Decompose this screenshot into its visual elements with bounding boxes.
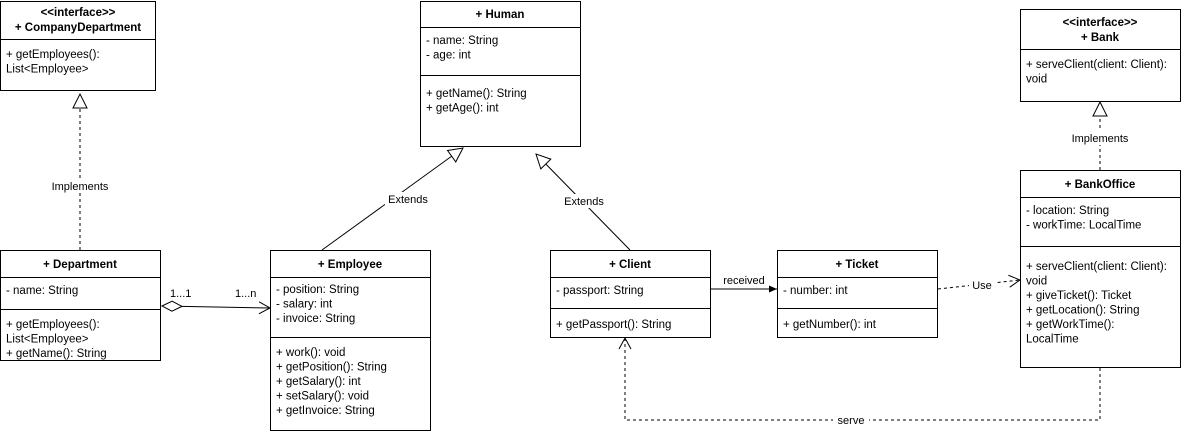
method-line: + serveClient(client: Client): [1026, 59, 1167, 71]
attribute-line: - name: String [6, 285, 78, 297]
methods-section: + work(): void + getPosition(): String + g… [276, 347, 387, 417]
method-line: + getWorkTime(): [1026, 319, 1115, 331]
method-line: + getLocation(): String [1026, 305, 1139, 317]
attribute-line: - location: String [1026, 205, 1109, 217]
class-employee: + Employee - position: String - salary: i… [270, 250, 431, 431]
aggregation-line [162, 306, 270, 308]
label-background [1068, 131, 1132, 145]
method-line: + work(): void [276, 347, 345, 359]
class-bank: <<interface>> + Bank + serveClient(clien… [1020, 9, 1181, 102]
methods-section: + getPassport(): String [556, 319, 671, 331]
received-label: received [723, 275, 765, 287]
class-company-department: <<interface>> + CompanyDepartment + getE… [0, 1, 156, 91]
label-background [48, 179, 112, 193]
label-background [561, 194, 607, 208]
attributes-section: - location: String - workTime: LocalTime [1026, 205, 1141, 232]
class-name: + Ticket [836, 259, 879, 271]
extends-label-client: Extends [564, 196, 604, 208]
attribute-line: - age: int [426, 50, 472, 62]
class-human: + Human - name: String - age: int + getNa… [420, 1, 581, 147]
method-line: + getNumber(): int [783, 319, 877, 331]
methods-section: + getName(): String + getAge(): int [426, 88, 527, 115]
attributes-section: - position: String - salary: int - invoice… [276, 284, 359, 325]
class-box [270, 250, 431, 431]
class-box [1020, 9, 1181, 102]
class-name: + Department [43, 259, 117, 271]
attribute-line: - position: String [276, 284, 359, 296]
stereotype-label: <<interface>> [41, 7, 116, 19]
attributes-section: - passport: String [556, 285, 644, 297]
methods-section: + getEmployees(): List<Employee> [6, 49, 100, 76]
method-line: + getName(): String [6, 348, 107, 360]
method-line: List<Employee> [6, 64, 89, 76]
methods-section: + serveClient(client: Client): void + give… [1026, 261, 1167, 346]
attribute-line: - number: int [783, 285, 848, 297]
serve-label: serve [838, 415, 865, 427]
method-line: + getPassport(): String [556, 319, 671, 331]
class-box [0, 250, 161, 361]
class-name: + CompanyDepartment [15, 22, 141, 34]
attribute-line: - passport: String [556, 285, 644, 297]
class-name: + Employee [318, 259, 382, 271]
extends-label-employee: Extends [388, 194, 428, 206]
class-client: + Client - passport: String + getPasspor… [550, 250, 711, 338]
method-line: + setSalary(): void [276, 391, 369, 403]
methods-section: + serveClient(client: Client): void [1026, 59, 1167, 86]
class-box [0, 1, 156, 91]
method-line: List<Employee> [6, 334, 89, 346]
methods-section: + getNumber(): int [783, 319, 877, 331]
attributes-section: - name: String - age: int [426, 35, 498, 62]
method-line: + getSalary(): int [276, 376, 361, 388]
method-line: + serveClient(client: Client): [1026, 261, 1167, 273]
method-line: void [1026, 74, 1047, 86]
multiplicity-department: 1...1 [170, 288, 191, 300]
attribute-line: - workTime: LocalTime [1026, 220, 1141, 232]
attributes-section: - number: int [783, 285, 848, 297]
method-line: + giveTicket(): Ticket [1026, 290, 1132, 302]
attributes-section: - name: String [6, 285, 78, 297]
method-line: void [1026, 276, 1047, 288]
class-box [420, 1, 581, 147]
label-background [969, 278, 995, 292]
attribute-line: - salary: int [276, 299, 333, 311]
method-line: + getName(): String [426, 88, 527, 100]
method-line: + getEmployees(): [6, 319, 100, 331]
stereotype-label: <<interface>> [1063, 17, 1138, 29]
class-name: + Bank [1081, 32, 1120, 44]
method-line: + getAge(): int [426, 103, 499, 115]
method-line: + getPosition(): String [276, 362, 387, 374]
label-background [833, 413, 869, 427]
class-name: + Human [476, 9, 525, 21]
class-ticket: + Ticket - number: int + getNumber(): in… [777, 250, 938, 338]
class-name: + BankOffice [1065, 179, 1136, 191]
attribute-line: - name: String [426, 35, 498, 47]
method-line: + getInvoice: String [276, 405, 375, 417]
method-line: LocalTime [1026, 334, 1079, 346]
class-box [777, 250, 938, 338]
implements-label-department: Implements [52, 181, 109, 193]
class-name: + Client [609, 259, 651, 271]
implements-label-bank-office: Implements [1072, 133, 1129, 145]
class-department: + Department - name: String + getEmploye… [0, 250, 161, 361]
label-background [385, 192, 431, 206]
methods-section: + getEmployees(): List<Employee> + getName… [6, 319, 107, 360]
multiplicity-employee: 1...n [235, 288, 256, 300]
use-line [937, 274, 1022, 290]
relationship-labels: Implements Implements Extends Extends 1.… [48, 131, 1132, 427]
class-box [550, 250, 711, 338]
class-box [1020, 170, 1181, 368]
attribute-line: - invoice: String [276, 313, 355, 325]
class-bank-office: + BankOffice - location: String - workTim… [1020, 170, 1181, 368]
use-label: Use [972, 280, 992, 292]
method-line: + getEmployees(): [6, 49, 100, 61]
